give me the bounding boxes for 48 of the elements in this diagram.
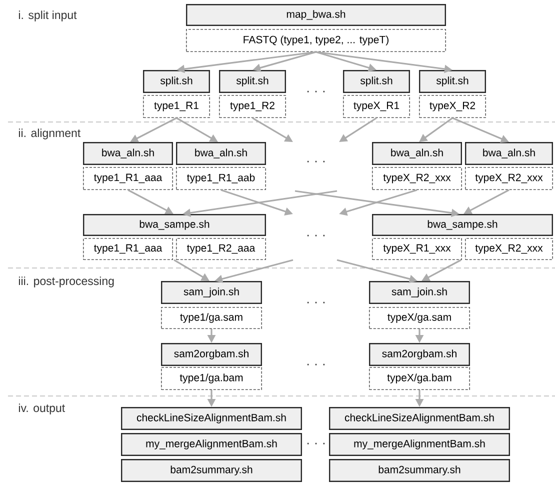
file-box: type1_R2 xyxy=(219,95,286,118)
file-box: typeX_R2_xxx xyxy=(465,238,553,260)
ellipsis: · · · xyxy=(307,302,325,304)
file-box: typeX_R1 xyxy=(343,95,410,118)
ellipsis: · · · xyxy=(307,90,325,92)
ellipsis: · · · xyxy=(307,442,325,444)
script-box: split.sh xyxy=(219,70,286,93)
script-box: bwa_sampe.sh xyxy=(83,214,266,236)
ellipsis: · · · xyxy=(307,364,325,366)
file-box: typeX_R2_xxx xyxy=(372,167,462,190)
file-box: typeX_R1_xxx xyxy=(372,238,462,260)
stage-label: ii. alignment xyxy=(18,128,81,140)
script-box: bam2summary.sh xyxy=(329,459,510,482)
script-box: split.sh xyxy=(419,70,486,93)
ellipsis: · · · xyxy=(307,234,325,236)
script-box: bwa_aln.sh xyxy=(176,142,266,165)
file-box: typeX/ga.bam xyxy=(369,367,470,390)
script-box: sam_join.sh xyxy=(161,280,262,304)
script-box: split.sh xyxy=(143,70,210,93)
script-box: bam2summary.sh xyxy=(121,459,302,482)
script-box: bwa_aln.sh xyxy=(465,142,553,165)
file-box: typeX_R2 xyxy=(419,95,486,118)
file-box: typeX/ga.sam xyxy=(369,307,470,329)
script-box: sam2orgbam.sh xyxy=(161,342,262,366)
file-box: type1_R1_aaa xyxy=(83,238,173,260)
file-box: type1_R1_aaa xyxy=(83,167,173,190)
script-box: checkLineSizeAlignmentBam.sh xyxy=(121,406,302,430)
stage-label: iv. output xyxy=(18,404,65,414)
script-box: my_mergeAlignmentBam.sh xyxy=(121,432,302,456)
file-box: type1/ga.bam xyxy=(161,367,262,390)
file-box: type1_R2_aaa xyxy=(176,238,266,260)
stage-label: iii. post-processing xyxy=(18,276,114,288)
script-box: bwa_sampe.sh xyxy=(372,214,553,236)
script-box: sam2orgbam.sh xyxy=(369,342,470,366)
file-box: type1/ga.sam xyxy=(161,307,262,329)
file-box: type1_R1_aab xyxy=(176,167,266,190)
file-box: FASTQ (type1, type2, ... typeT) xyxy=(186,29,446,52)
stage-label: i. split input xyxy=(18,10,77,22)
script-box: sam_join.sh xyxy=(369,280,470,304)
script-box: bwa_aln.sh xyxy=(372,142,462,165)
script-box: split.sh xyxy=(343,70,410,93)
file-box: type1_R1 xyxy=(143,95,210,118)
script-box: map_bwa.sh xyxy=(186,4,446,26)
script-box: bwa_aln.sh xyxy=(83,142,173,165)
file-box: typeX_R2_xxx xyxy=(465,167,553,190)
ellipsis: · · · xyxy=(307,160,325,162)
script-box: checkLineSizeAlignmentBam.sh xyxy=(329,406,510,430)
script-box: my_mergeAlignmentBam.sh xyxy=(329,432,510,456)
